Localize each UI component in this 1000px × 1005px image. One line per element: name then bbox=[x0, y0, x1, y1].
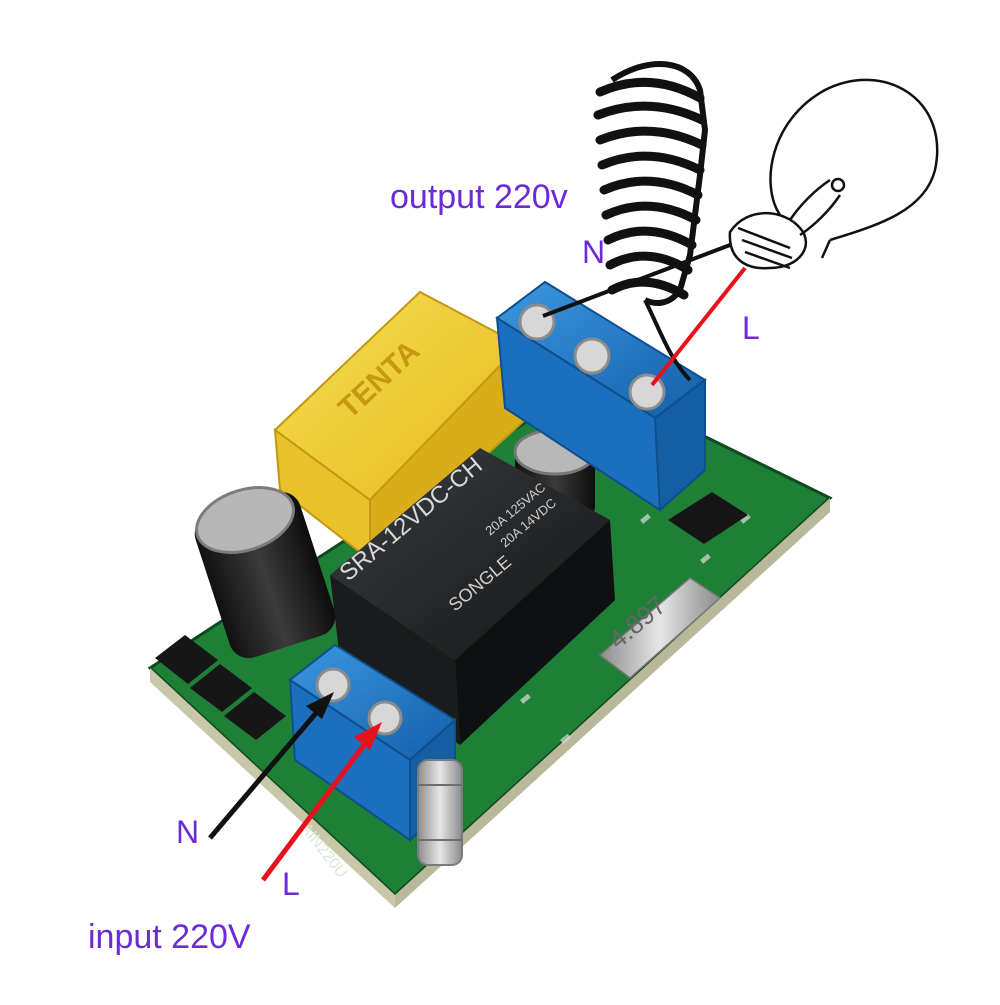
output-live-wire bbox=[650, 266, 747, 387]
output-neutral-label: N bbox=[582, 234, 606, 270]
input-voltage-label: input 220V bbox=[88, 918, 251, 956]
fuse bbox=[417, 759, 463, 866]
output-neutral-wire bbox=[542, 243, 731, 318]
electrolytic-capacitor-large bbox=[194, 486, 336, 659]
input-live-arrow bbox=[260, 722, 382, 882]
light-bulb-icon bbox=[728, 78, 939, 270]
smd-diodes bbox=[155, 635, 286, 740]
input-neutral-arrow bbox=[208, 692, 334, 840]
output-live-label: L bbox=[742, 310, 760, 346]
smd-ic bbox=[668, 492, 748, 544]
input-neutral-label: N bbox=[176, 814, 200, 850]
output-voltage-label: output 220v bbox=[390, 178, 568, 216]
input-live-label: L bbox=[282, 866, 300, 902]
